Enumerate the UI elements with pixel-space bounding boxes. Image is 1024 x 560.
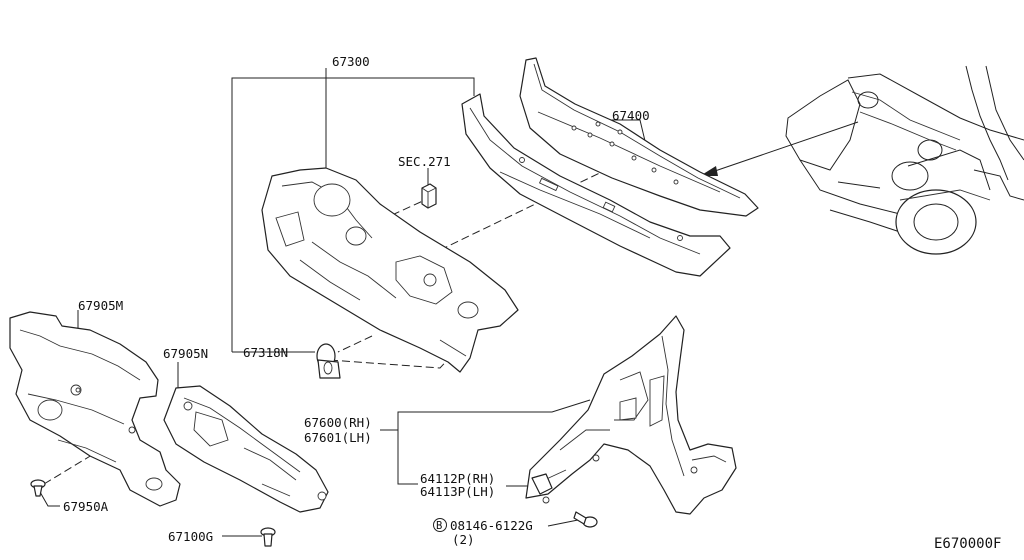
grommet-part	[316, 343, 341, 379]
cowl-top-panel	[519, 57, 759, 217]
bolt-symbol: B	[436, 520, 442, 532]
label-64113p-lh: 64113P(LH)	[420, 484, 495, 499]
bracket-part	[531, 473, 553, 504]
label-67318n: 67318N	[243, 345, 288, 360]
insulator-67905m	[9, 311, 181, 507]
clip-67100g	[260, 527, 276, 547]
vehicle-inset	[785, 65, 1024, 255]
label-67905n: 67905N	[163, 346, 208, 361]
label-67905m: 67905M	[78, 298, 123, 313]
label-67400: 67400	[612, 108, 650, 123]
hood-ledge-panel	[525, 315, 737, 515]
leader-lines	[39, 68, 859, 537]
part-labels: 67300 67400 SEC.271 67905M 67905N 67318N…	[63, 54, 1001, 552]
clip-67950a	[30, 479, 46, 497]
label-67600-rh: 67600(RH)	[304, 415, 372, 430]
insulator-67905n	[163, 385, 329, 513]
label-67601-lh: 67601(LH)	[304, 430, 372, 445]
label-64112p-rh: 64112P(RH)	[420, 471, 495, 486]
label-bolt-qty: (2)	[452, 532, 475, 547]
label-67300: 67300	[332, 54, 370, 69]
bolt-part	[573, 511, 598, 528]
label-bolt: 08146-6122G	[450, 518, 533, 533]
bolt-symbol-badge: B	[433, 518, 447, 532]
label-67950a: 67950A	[63, 499, 109, 514]
lower-cowl-panel	[461, 93, 731, 277]
drawing-code: E670000F	[934, 536, 1001, 552]
dash-panel	[261, 167, 519, 373]
sec-271-part	[421, 183, 437, 209]
label-67100g: 67100G	[168, 529, 213, 544]
label-sec-271: SEC.271	[398, 154, 451, 169]
